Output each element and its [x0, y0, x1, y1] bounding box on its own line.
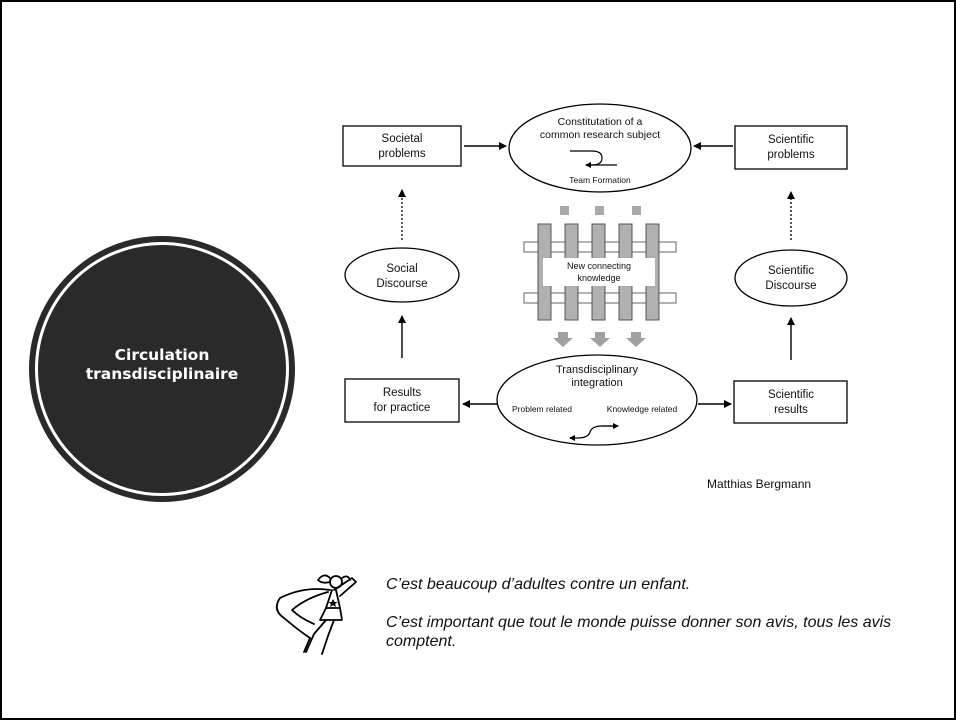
- circle-title-line2: transdisciplinaire: [85, 365, 239, 383]
- bottom-node-line1: Transdisciplinary: [556, 364, 639, 376]
- top-node-sub: Team Formation: [569, 175, 631, 185]
- quotes: C’est beaucoup d’adultes contre un enfan…: [386, 575, 946, 670]
- scientific-discourse-node: Scientific Discourse: [734, 249, 848, 307]
- circulation-circle: Circulation transdisciplinaire: [29, 236, 295, 502]
- team-formation-loop-icon: [570, 150, 617, 168]
- bottom-node-integration: Transdisciplinary integration Problem re…: [496, 354, 698, 446]
- circle-title-line1: Circulation: [114, 346, 210, 364]
- social-line1: Social: [386, 263, 417, 275]
- scientific-problems-box: Scientific problems: [734, 125, 848, 170]
- bottom-node-right: Knowledge related: [607, 404, 678, 414]
- quote-2: C’est important que tout le monde puisse…: [386, 614, 892, 650]
- knowledge-grid: New connecting knowledge: [523, 206, 677, 347]
- center-label-line2: knowledge: [577, 273, 620, 283]
- sci-problems-line2: problems: [767, 149, 815, 161]
- societal-line2: problems: [378, 148, 426, 160]
- results-line2: for practice: [374, 402, 431, 414]
- societal-line1: Societal: [382, 133, 423, 145]
- bottom-node-left: Problem related: [512, 404, 572, 414]
- superhero-girl-icon: [275, 574, 357, 655]
- sci-discourse-line1: Scientific: [768, 265, 814, 277]
- down-arrow-2: [590, 332, 610, 347]
- social-discourse-node: Social Discourse: [344, 247, 460, 303]
- sci-discourse-line2: Discourse: [765, 280, 816, 292]
- bottom-node-line2: integration: [571, 377, 622, 389]
- societal-problems-box: Societal problems: [342, 125, 462, 167]
- quote-1: C’est beaucoup d’adultes contre un enfan…: [386, 576, 691, 593]
- sci-problems-line1: Scientific: [768, 134, 814, 146]
- sci-results-line1: Scientific: [768, 389, 814, 401]
- top-node-constitution: Constitutation of a common research subj…: [508, 103, 692, 193]
- social-line2: Discourse: [376, 278, 427, 290]
- author-credit: Matthias Bergmann: [707, 477, 812, 491]
- results-for-practice-box: Results for practice: [344, 378, 460, 423]
- center-label-line1: New connecting: [567, 261, 631, 271]
- integration-swap-icon: [569, 423, 619, 441]
- sci-results-line2: results: [774, 404, 808, 416]
- down-arrow-1: [553, 332, 573, 347]
- top-node-line2: common research subject: [540, 129, 660, 141]
- scientific-results-box: Scientific results: [733, 380, 848, 424]
- down-arrow-3: [626, 332, 646, 347]
- results-line1: Results: [383, 387, 422, 399]
- top-node-line1: Constitutation of a: [558, 116, 643, 128]
- circle-ring: [35, 242, 289, 496]
- circle-title: Circulation transdisciplinaire: [29, 346, 295, 384]
